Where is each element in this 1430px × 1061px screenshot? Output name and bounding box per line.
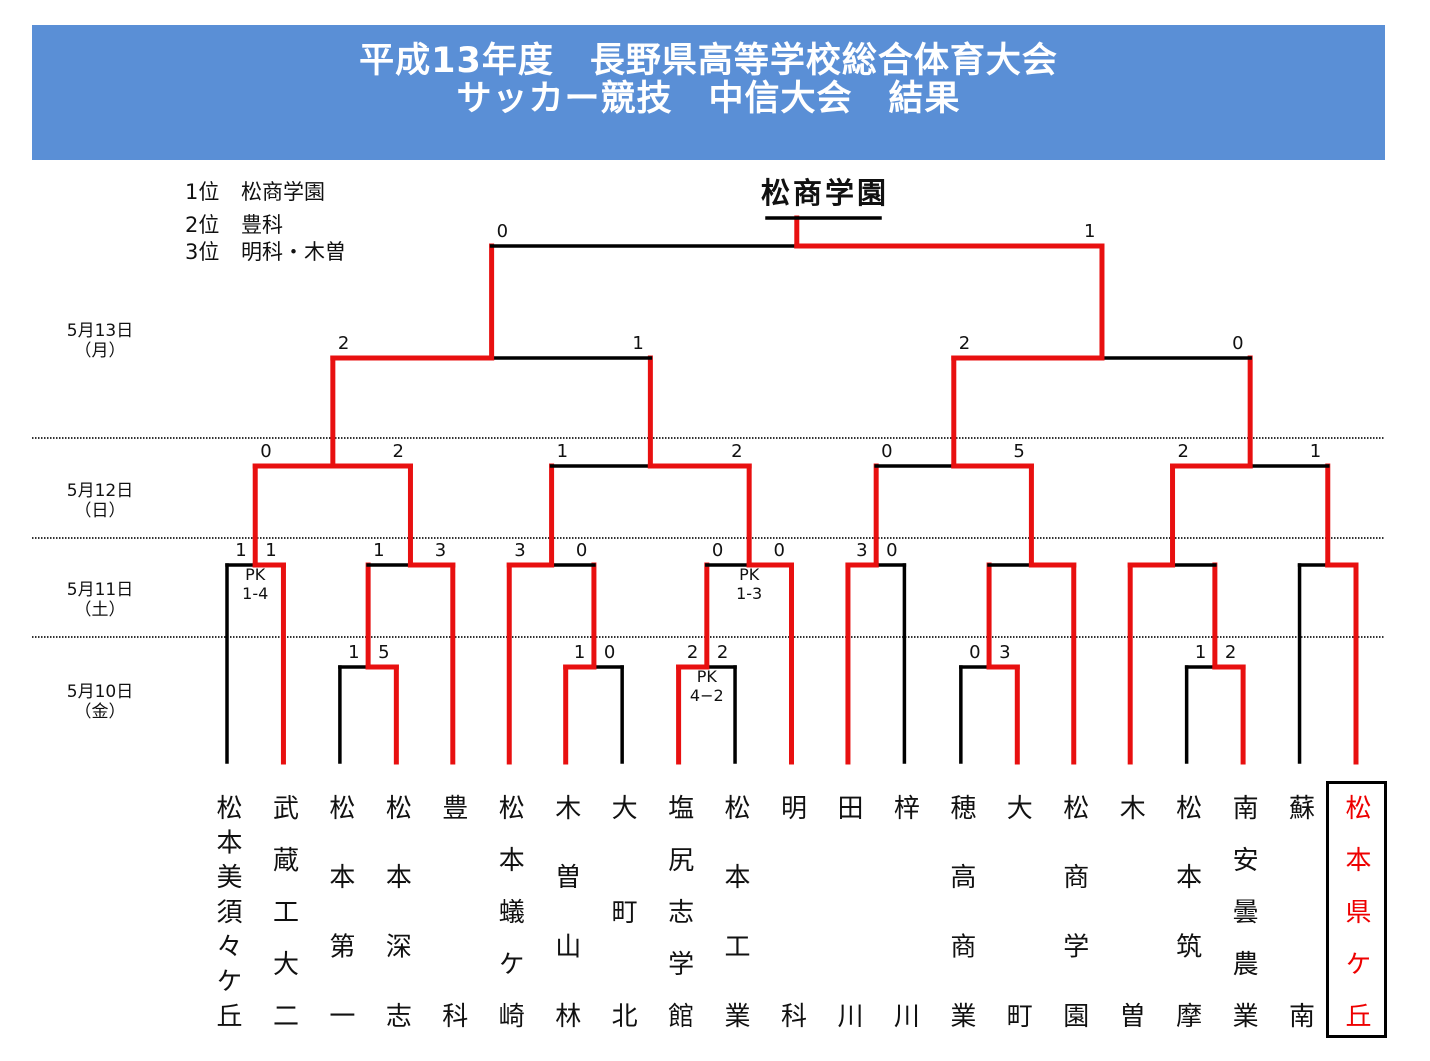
pk-label: PK xyxy=(739,565,760,584)
score-left: 3 xyxy=(856,540,868,561)
team-name: 松商学園 xyxy=(1058,794,1089,1028)
pk-score: 4−2 xyxy=(689,686,724,705)
team-name: 松本工業 xyxy=(720,794,751,1028)
pk-score: 1-3 xyxy=(736,584,763,603)
rank-team: 豊科 xyxy=(241,213,283,237)
team-name: 松本筑摩 xyxy=(1171,794,1202,1028)
score-right: 3 xyxy=(434,540,447,561)
score-left: 3 xyxy=(514,540,526,561)
rank-place: 1位 xyxy=(185,180,220,204)
team-name: 松本深志 xyxy=(381,794,412,1028)
score-left: 1 xyxy=(573,642,586,663)
team-name: 穂高商業 xyxy=(945,794,976,1028)
pk-label: PK xyxy=(245,565,266,584)
score-left: 1 xyxy=(373,540,385,561)
rank-team: 明科・木曽 xyxy=(241,240,346,264)
score-left: 2 xyxy=(1177,441,1189,462)
score-left: 0 xyxy=(496,221,509,242)
score-left: 1 xyxy=(348,642,360,663)
date: 5月12日 xyxy=(66,481,134,501)
team-name: 松本県ケ丘 xyxy=(1341,794,1371,1028)
score-left: 2 xyxy=(958,333,971,354)
title-banner: 平成13年度 長野県高等学校総合体育大会 サッカー競技 中信大会 結果 xyxy=(32,25,1385,160)
pk-label: PK xyxy=(696,667,717,686)
score-right: 3 xyxy=(999,642,1011,663)
title-line-1: 平成13年度 長野県高等学校総合体育大会 xyxy=(359,41,1058,81)
rank-place: 3位 xyxy=(185,240,220,264)
champion-name: 松商学園 xyxy=(760,176,889,210)
weekday: （月） xyxy=(74,341,126,361)
score-right: 2 xyxy=(392,441,404,462)
team-name: 塩尻志学館 xyxy=(663,794,694,1028)
pk-score: 1-4 xyxy=(242,584,269,603)
team-name: 松本蟻ケ崎 xyxy=(494,794,525,1028)
highlight-box xyxy=(1326,781,1387,1038)
rank-place: 2位 xyxy=(185,213,220,237)
score-left: 2 xyxy=(337,333,350,354)
score-right: 5 xyxy=(1013,441,1025,462)
team-name: 梓川 xyxy=(889,794,920,1028)
date: 5月10日 xyxy=(66,682,134,702)
score-right: 1 xyxy=(1083,221,1096,242)
team-name: 南安曇農業 xyxy=(1228,794,1259,1028)
team-name: 武蔵工大二 xyxy=(268,794,299,1028)
team-name: 木曽 xyxy=(1115,794,1146,1028)
rank-team: 松商学園 xyxy=(241,180,325,204)
team-name: 蘇南 xyxy=(1284,794,1315,1028)
team-name: 田川 xyxy=(832,794,863,1028)
score-right: 1 xyxy=(632,333,644,354)
score-left: 0 xyxy=(711,540,724,561)
score-left: 1 xyxy=(235,540,247,561)
date-label-may10: 5月10日（金） xyxy=(52,682,148,722)
score-left: 1 xyxy=(1194,642,1207,663)
team-name: 松本美須々ケ丘 xyxy=(212,794,242,1028)
title-line-2: サッカー競技 中信大会 結果 xyxy=(456,79,961,119)
team-name: 松本第一 xyxy=(324,794,355,1028)
team-name: 大町北 xyxy=(607,794,638,1028)
ranking-1: 1位松商学園 xyxy=(185,180,325,204)
score-right: 0 xyxy=(603,642,616,663)
ranking-2: 2位豊科 xyxy=(185,213,283,237)
score-right: 0 xyxy=(773,540,785,561)
score-right: 2 xyxy=(716,642,729,663)
date-label-may12: 5月12日（日） xyxy=(52,481,148,521)
date: 5月11日 xyxy=(66,580,134,600)
team-name: 木曽山林 xyxy=(550,794,581,1028)
weekday: （日） xyxy=(74,501,126,521)
score-left: 0 xyxy=(881,441,893,462)
score-left: 0 xyxy=(260,441,272,462)
date: 5月13日 xyxy=(66,321,134,341)
score-right: 2 xyxy=(1224,642,1237,663)
team-name: 豊科 xyxy=(437,794,468,1028)
date-label-may13: 5月13日（月） xyxy=(52,321,148,361)
score-right: 0 xyxy=(575,540,588,561)
score-left: 0 xyxy=(969,642,981,663)
weekday: （土） xyxy=(74,600,126,620)
weekday: （金） xyxy=(74,702,126,722)
ranking-3: 3位明科・木曽 xyxy=(185,240,346,264)
score-right: 5 xyxy=(378,642,390,663)
score-right: 0 xyxy=(1232,333,1244,354)
score-left: 1 xyxy=(556,441,569,462)
score-right: 2 xyxy=(731,441,743,462)
score-left: 2 xyxy=(686,642,699,663)
score-right: 1 xyxy=(265,540,277,561)
score-right: 0 xyxy=(886,540,898,561)
date-label-may11: 5月11日（土） xyxy=(52,580,148,620)
team-name: 大町 xyxy=(1002,794,1033,1028)
team-name: 明科 xyxy=(776,794,807,1028)
score-right: 1 xyxy=(1309,441,1322,462)
